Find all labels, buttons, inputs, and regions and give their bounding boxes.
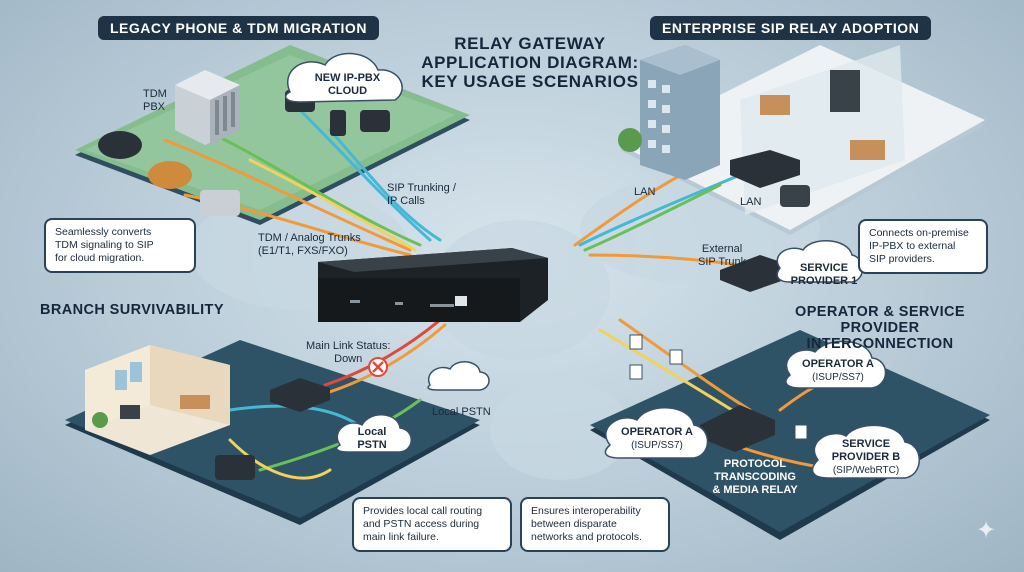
main-link-line-2: Down xyxy=(334,353,363,365)
protocol-line-3: & MEDIA RELAY xyxy=(712,484,798,496)
section-legacy: LEGACY PHONE & TDM MIGRATION xyxy=(98,16,379,40)
page-title: RELAY GATEWAY APPLICATION DIAGRAM: KEY U… xyxy=(395,34,665,91)
branch-callout-line-3: main link failure. xyxy=(363,531,439,543)
main-link-status-label: Main Link Status: Down xyxy=(306,340,390,366)
operator-a-left-label: OPERATOR A (ISUP/SS7) xyxy=(614,426,700,452)
branch-callout-line-1: Provides local call routing xyxy=(363,505,483,517)
gateway-device xyxy=(318,248,548,322)
title-line-2: APPLICATION DIAGRAM: xyxy=(421,53,639,72)
service-provider-b-line-3: (SIP/WebRTC) xyxy=(832,465,900,476)
service-provider-b-line-1: SERVICE xyxy=(841,438,891,450)
enterprise-callout: Connects on-premise IP-PBX to external S… xyxy=(858,219,988,274)
protocol-line-2: TRANSCODING xyxy=(714,471,796,483)
local-pstn-cloud-label: Local PSTN xyxy=(344,426,400,452)
enterprise-callout-line-2: IP-PBX to external xyxy=(869,240,956,252)
section-enterprise: ENTERPRISE SIP RELAY ADOPTION xyxy=(650,16,932,40)
building-icon xyxy=(618,45,720,180)
legacy-callout-line-3: for cloud migration. xyxy=(55,252,145,264)
service-provider-b-line-2: PROVIDER B xyxy=(831,451,901,463)
operator-a-top-label: OPERATOR A (ISUP/SS7) xyxy=(798,358,878,384)
office-furniture xyxy=(760,70,885,207)
new-ippbx-cloud-label: NEW IP-PBX CLOUD xyxy=(300,72,395,98)
title-line-3: KEY USAGE SCENARIOS xyxy=(421,72,639,91)
external-sip-label: External SIP Trunk xyxy=(698,243,746,269)
branch-callout-line-2: and PSTN access during xyxy=(363,518,480,530)
server-icon xyxy=(175,70,240,145)
section-operator: OPERATOR & SERVICE PROVIDER INTERCONNECT… xyxy=(760,304,1000,352)
title-line-1: RELAY GATEWAY xyxy=(454,34,606,53)
branch-callout: Provides local call routing and PSTN acc… xyxy=(352,497,512,552)
protocol-transcoding-label: PROTOCOL TRANSCODING & MEDIA RELAY xyxy=(700,458,810,497)
sparkle-icon: ✦ xyxy=(976,517,997,544)
section-branch: BRANCH SURVIVABILITY xyxy=(40,302,224,318)
operator-a-left-line-1: OPERATOR A xyxy=(621,426,693,438)
lan-label-top: LAN xyxy=(634,186,656,198)
local-pstn-label: Local PSTN xyxy=(432,406,491,418)
lan-label-mid: LAN xyxy=(740,196,762,208)
service-provider-b-label: SERVICE PROVIDER B (SIP/WebRTC) xyxy=(820,438,912,477)
service-provider-1-line-2: PROVIDER 1 xyxy=(790,275,858,287)
operator-callout-line-1: Ensures interoperability xyxy=(531,505,641,517)
protocol-line-1: PROTOCOL xyxy=(723,458,787,470)
sip-trunking-label: SIP Trunking / IP Calls xyxy=(387,182,456,208)
service-provider-1-label: SERVICE PROVIDER 1 xyxy=(784,262,864,288)
tdm-analog-label: TDM / Analog Trunks (E1/T1, FXS/FXO) xyxy=(258,232,361,258)
tdm-pbx-label-line-1: TDM xyxy=(143,88,167,100)
operator-platform xyxy=(590,330,990,540)
error-icon xyxy=(368,357,388,377)
new-ippbx-line-1: NEW IP-PBX xyxy=(314,72,381,84)
main-link-line-1: Main Link Status: xyxy=(306,340,391,352)
operator-a-top-line-1: OPERATOR A xyxy=(802,358,874,370)
legacy-callout-line-2: TDM signaling to SIP xyxy=(55,239,154,251)
tdm-analog-line-1: TDM / Analog Trunks xyxy=(258,232,361,244)
cloud-shapes xyxy=(335,239,920,479)
legacy-callout-line-1: Seamlessly converts xyxy=(55,226,152,238)
new-ippbx-line-2: CLOUD xyxy=(327,85,368,97)
branch-office xyxy=(85,345,255,480)
enterprise-callout-line-3: SIP providers. xyxy=(869,253,935,265)
switch-icon xyxy=(270,150,800,452)
tdm-analog-line-2: (E1/T1, FXS/FXO) xyxy=(258,245,348,257)
operator-a-left-line-2: (ISUP/SS7) xyxy=(631,440,683,451)
operator-callout-line-3: networks and protocols. xyxy=(531,531,642,543)
enterprise-callout-line-1: Connects on-premise xyxy=(869,227,969,239)
cloud-icon xyxy=(284,52,403,103)
section-operator-line-2: INTERCONNECTION xyxy=(806,336,954,352)
local-pstn-cloud-line-1: Local xyxy=(357,426,387,438)
tdm-links xyxy=(163,108,442,257)
document-icons xyxy=(629,334,808,440)
service-provider-1-line-1: SERVICE xyxy=(799,262,849,274)
operator-a-top-line-2: (ISUP/SS7) xyxy=(812,372,864,383)
operator-callout-line-2: between disparate xyxy=(531,518,617,530)
external-sip-line-1: External xyxy=(701,243,743,255)
tdm-pbx-label: TDM PBX xyxy=(143,88,167,114)
phone-icon xyxy=(98,90,390,216)
tdm-pbx-label-line-2: PBX xyxy=(143,101,166,113)
operator-callout: Ensures interoperability between dispara… xyxy=(520,497,670,552)
sip-trunking-line-2: IP Calls xyxy=(387,195,425,207)
section-operator-line-1: OPERATOR & SERVICE PROVIDER xyxy=(795,304,965,336)
external-sip-line-2: SIP Trunk xyxy=(698,256,747,268)
local-pstn-cloud-line-2: PSTN xyxy=(357,439,387,451)
sip-trunking-line-1: SIP Trunking / xyxy=(387,182,456,194)
legacy-callout: Seamlessly converts TDM signaling to SIP… xyxy=(44,218,196,273)
